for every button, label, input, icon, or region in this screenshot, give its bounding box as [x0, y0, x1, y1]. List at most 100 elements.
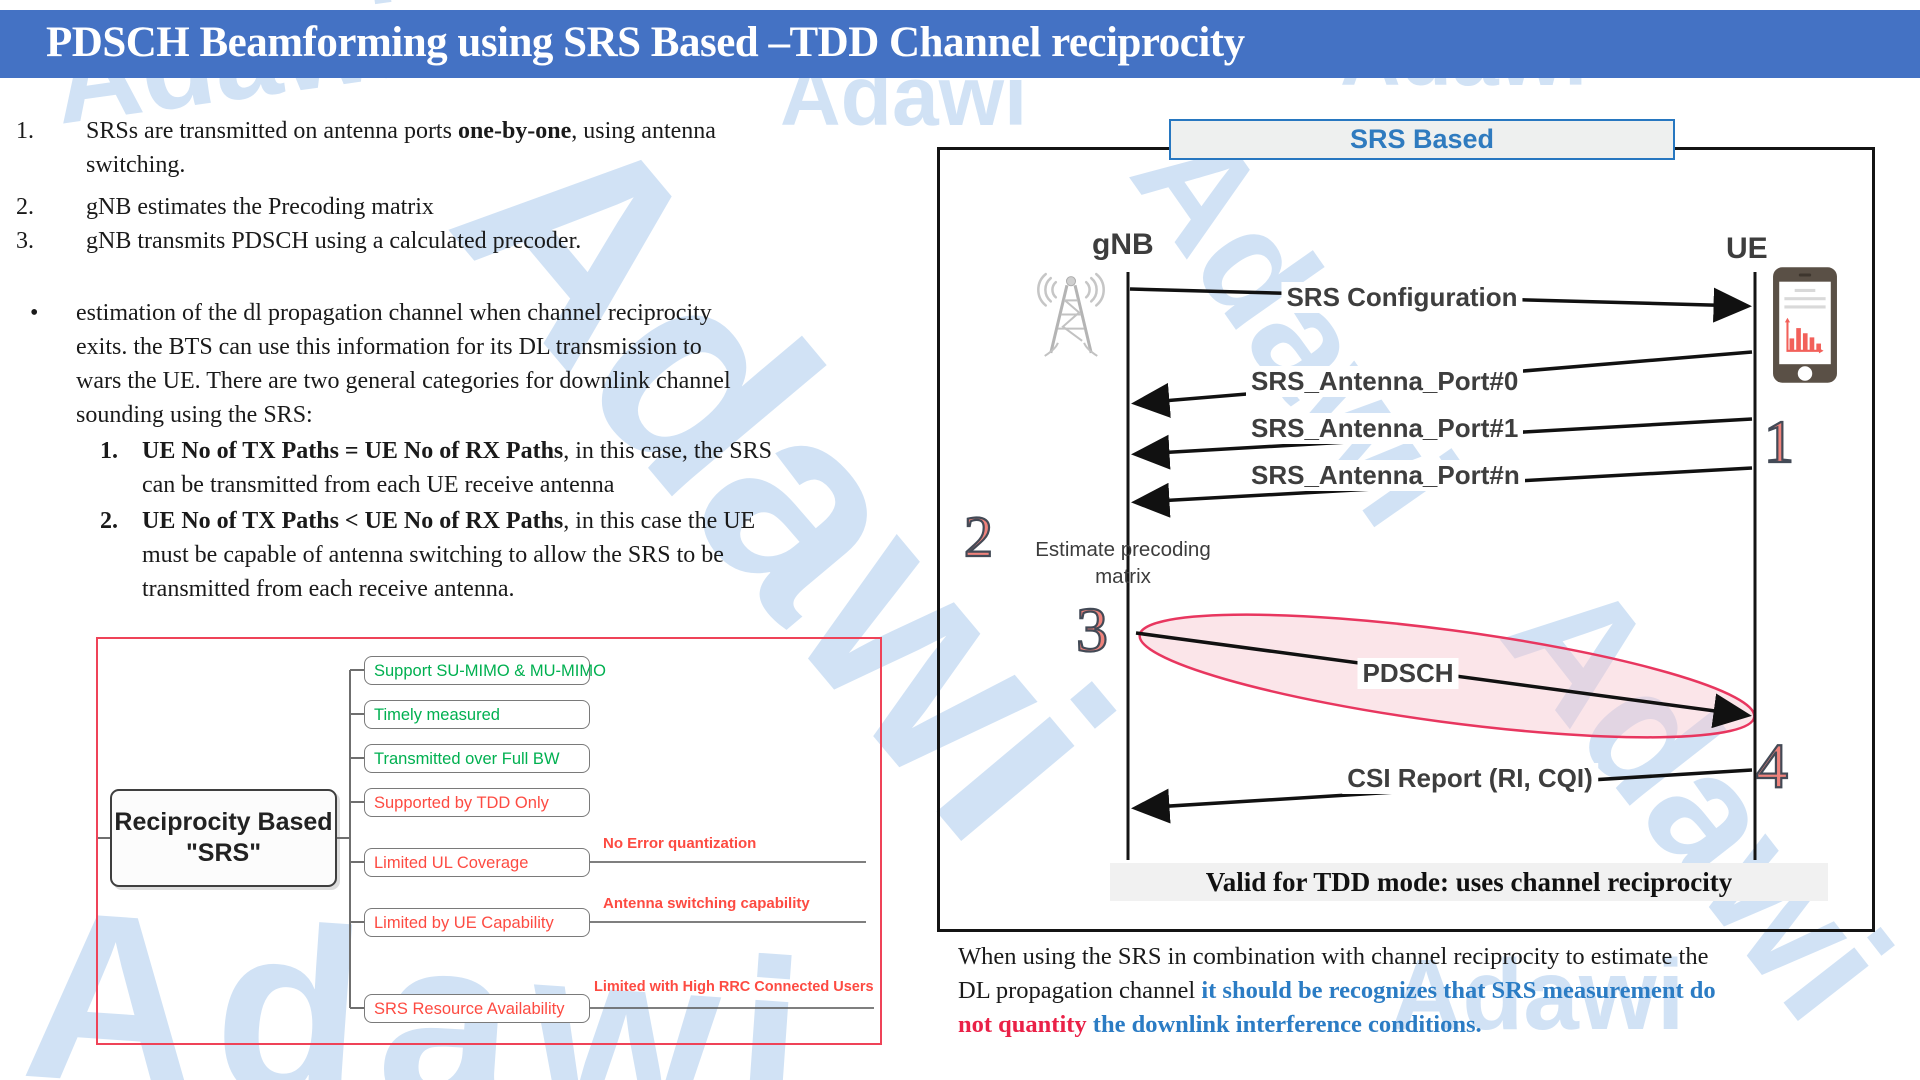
- list-number: 2.: [16, 194, 34, 220]
- csi-report-label: CSI Report (RI, CQI): [1342, 763, 1598, 794]
- list-text-bold: one-by-one: [457, 118, 572, 144]
- sub-list-text: transmitted from each receive antenna.: [142, 576, 515, 602]
- sub-list-number: 1.: [100, 438, 118, 464]
- srs-configuration-label: SRS Configuration: [1281, 282, 1523, 313]
- annotation-text: Limited with High RRC Connected Users: [594, 979, 874, 995]
- note-text-blue: it should be recognizes that SRS measure…: [1201, 977, 1716, 1004]
- node-label: Support SU-MIMO & MU-MIMO: [374, 662, 606, 680]
- flowchart-node: SRS Resource Availability: [364, 994, 590, 1023]
- ue-text: UE: [1726, 232, 1768, 265]
- step-1-numeral: 1: [1763, 409, 1795, 475]
- estimate-line: Estimate precoding: [1035, 538, 1211, 561]
- antenna-tower-icon: [1037, 272, 1105, 357]
- sub-list-text: must be capable of antenna switching to …: [142, 542, 724, 568]
- list-item: 2. gNB estimates the Precoding matrix: [16, 190, 434, 224]
- list-item: 3. gNB transmits PDSCH using a calculated…: [16, 224, 581, 258]
- sequence-title: SRS Based: [1349, 124, 1495, 154]
- flowchart-node: Transmitted over Full BW: [364, 744, 590, 773]
- paragraph-text: estimation of the dl propagation channel…: [76, 300, 712, 326]
- numeral-text: 3: [1075, 594, 1109, 665]
- paragraph-text: sounding using the SRS:: [76, 402, 313, 428]
- sub-list-text: , in this case the UE: [563, 508, 756, 534]
- numeral-text: 4: [1755, 730, 1789, 801]
- srs-portn-label: SRS_Antenna_Port#n: [1246, 460, 1525, 491]
- flowchart-root-box: Reciprocity Based "SRS": [110, 789, 337, 887]
- message-text: CSI Report (RI, CQI): [1347, 763, 1593, 793]
- flowchart-root-label: Reciprocity Based "SRS": [114, 807, 333, 867]
- gnb-label: gNB: [1092, 228, 1154, 262]
- sequence-title-box: SRS Based: [1169, 119, 1675, 160]
- note-line: DL propagation channel it should be reco…: [958, 974, 1908, 1008]
- page-title: PDSCH Beamforming using SRS Based –TDD C…: [46, 19, 1245, 66]
- message-text: SRS_Antenna_Port#0: [1251, 366, 1519, 396]
- node-label: Timely measured: [374, 706, 500, 724]
- sub-list-item: must be capable of antenna switching to …: [142, 538, 724, 572]
- note-text-red: not quantity: [958, 1011, 1093, 1038]
- list-item: switching.: [86, 148, 185, 182]
- annotation-text: No Error quantization: [603, 835, 757, 852]
- node-label: SRS Resource Availability: [374, 1000, 565, 1018]
- flowchart-node: Supported by TDD Only: [364, 788, 590, 817]
- node-label: Limited by UE Capability: [374, 914, 554, 932]
- message-text: SRS_Antenna_Port#n: [1251, 460, 1520, 490]
- srs-port1-label: SRS_Antenna_Port#1: [1246, 413, 1524, 444]
- list-item: 1.SRSs are transmitted on antenna ports …: [16, 114, 716, 148]
- sub-list-item: 2. UE No of TX Paths < UE No of RX Paths,…: [100, 504, 755, 538]
- message-text: SRS Configuration: [1286, 282, 1518, 312]
- sub-list-bold: UE No of TX Paths < UE No of RX Paths: [142, 508, 564, 534]
- flowchart-node: Support SU-MIMO & MU-MIMO: [364, 656, 606, 685]
- bullet-paragraph-line: exits. the BTS can use this information …: [76, 330, 702, 364]
- paragraph-text: exits. the BTS can use this information …: [76, 334, 702, 360]
- sub-list-item: can be transmitted from each UE receive …: [142, 468, 614, 502]
- list-text: gNB transmits PDSCH using a calculated p…: [86, 228, 582, 254]
- flowchart-node: Limited UL Coverage: [364, 848, 590, 877]
- note-text: DL propagation channel: [958, 977, 1202, 1004]
- list-text: SRSs are transmitted on antenna ports: [86, 118, 458, 144]
- list-text: gNB estimates the Precoding matrix: [86, 194, 434, 220]
- flowchart-annotation: Limited with High RRC Connected Users: [594, 979, 874, 995]
- annotation-text: Antenna switching capability: [603, 895, 810, 912]
- numeral-text: 1: [1763, 409, 1795, 475]
- flowchart-annotation: Antenna switching capability: [603, 895, 810, 912]
- message-text: PDSCH: [1362, 658, 1454, 688]
- flowchart-node: Timely measured: [364, 700, 590, 729]
- step-2-numeral: 2: [963, 506, 994, 566]
- note-line: When using the SRS in combination with c…: [958, 940, 1908, 974]
- note-line: not quantity the downlink interference c…: [958, 1008, 1908, 1042]
- estimate-line: matrix: [1095, 565, 1151, 588]
- flowchart-connectors: [98, 669, 874, 1009]
- srs-port0-label: SRS_Antenna_Port#0: [1246, 366, 1524, 397]
- ue-phone-icon: [1773, 267, 1837, 383]
- estimate-precoding-note: Estimate precoding matrix: [1018, 536, 1228, 590]
- banner-text: Valid for TDD mode: uses channel recipro…: [1205, 866, 1733, 897]
- message-text: SRS_Antenna_Port#1: [1251, 413, 1519, 443]
- flowchart-node: Limited by UE Capability: [364, 908, 590, 937]
- pdsch-label: PDSCH: [1357, 658, 1459, 689]
- bottom-note: When using the SRS in combination with c…: [958, 940, 1908, 1042]
- node-label: Transmitted over Full BW: [374, 750, 560, 768]
- bullet-marker: •: [30, 300, 39, 326]
- sub-list-item: transmitted from each receive antenna.: [142, 572, 514, 606]
- list-text: switching.: [86, 152, 186, 178]
- sub-list-text: can be transmitted from each UE receive …: [142, 472, 615, 498]
- step-4-numeral: 4: [1755, 732, 1789, 798]
- note-text: When using the SRS in combination with c…: [958, 943, 1709, 970]
- node-label: Supported by TDD Only: [374, 794, 549, 812]
- numeral-text: 2: [963, 504, 994, 569]
- ue-label: UE: [1726, 232, 1768, 266]
- list-text: , using antenna: [571, 118, 716, 144]
- step-3-numeral: 3: [1075, 596, 1109, 662]
- list-number: 3.: [16, 228, 34, 254]
- note-text-blue: the downlink interference conditions.: [1092, 1011, 1482, 1038]
- sub-list-number: 2.: [100, 508, 118, 534]
- sub-list-bold: UE No of TX Paths = UE No of RX Paths: [142, 438, 564, 464]
- bullet-paragraph-line: wars the UE. There are two general categ…: [76, 364, 731, 398]
- gnb-text: gNB: [1092, 228, 1154, 261]
- srs-flowchart: Reciprocity Based "SRS" Support SU-MIMO …: [96, 637, 882, 1045]
- watermark: Adawi: [1390, 939, 1685, 1051]
- node-label: Limited UL Coverage: [374, 854, 529, 872]
- tdd-valid-banner: Valid for TDD mode: uses channel recipro…: [1110, 863, 1828, 901]
- sub-list-text: , in this case, the SRS: [563, 438, 772, 464]
- flowchart-annotation: No Error quantization: [603, 835, 756, 852]
